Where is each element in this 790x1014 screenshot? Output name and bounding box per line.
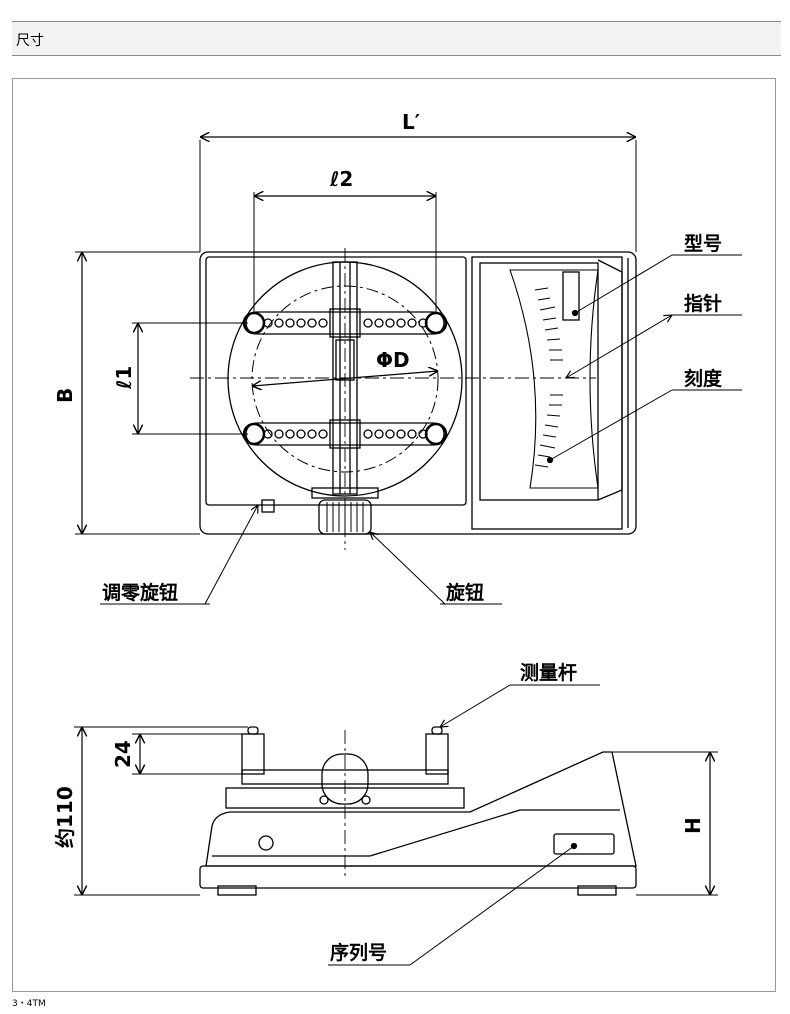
callout-knob: 旋钮 (445, 581, 484, 604)
dim-pin-height: 24 (111, 740, 135, 768)
top-view (75, 137, 742, 605)
foot-right (577, 885, 617, 896)
callout-model: 型号 (684, 232, 722, 255)
scale-panel (509, 269, 599, 489)
serial-plate (553, 833, 615, 855)
left-plate (205, 256, 467, 506)
scale-ticks (534, 287, 563, 468)
callout-scale: 刻度 (684, 367, 723, 390)
knob-knurl (326, 502, 364, 532)
probe-lr (424, 422, 448, 446)
section-header: 尺寸 (12, 21, 781, 56)
lower-holes (263, 429, 428, 439)
dim-diameter: ΦD (376, 348, 410, 372)
meter-bevel (597, 259, 623, 501)
side-body (205, 751, 637, 867)
callout-serial: 序列号 (330, 941, 387, 964)
probe-ur (424, 311, 448, 335)
dim-depth: B (53, 388, 77, 403)
side-view (74, 684, 718, 966)
upper-clamp (329, 308, 361, 338)
knob-neck (311, 487, 379, 499)
probe-left-side (241, 733, 265, 775)
body-outline (199, 251, 637, 535)
callout-probe: 测量杆 (520, 661, 577, 684)
side-base (199, 865, 637, 889)
slope-line (212, 809, 620, 857)
section-title: 尺寸 (16, 33, 44, 49)
zero-knob (261, 499, 275, 513)
barrel (321, 753, 369, 805)
footer-code: 3・4TM (12, 999, 46, 1009)
upper-holes (263, 318, 428, 328)
dim-pitch1: ℓ1 (112, 366, 136, 390)
probe-right-side (425, 733, 449, 775)
callout-pointer: 指针 (684, 292, 722, 315)
drawing-frame (12, 78, 776, 992)
meter-window (479, 262, 599, 501)
dim-pitch2: ℓ2 (329, 167, 353, 191)
zero-knob-side (258, 835, 274, 851)
callout-zero-knob: 调零旋钮 (102, 581, 178, 604)
dim-total-height: 约110 (53, 786, 77, 848)
knob (318, 499, 372, 535)
lower-clamp (329, 419, 361, 449)
dim-length: L′ (402, 110, 420, 134)
dim-height: H (681, 817, 705, 834)
foot-left (217, 885, 257, 896)
